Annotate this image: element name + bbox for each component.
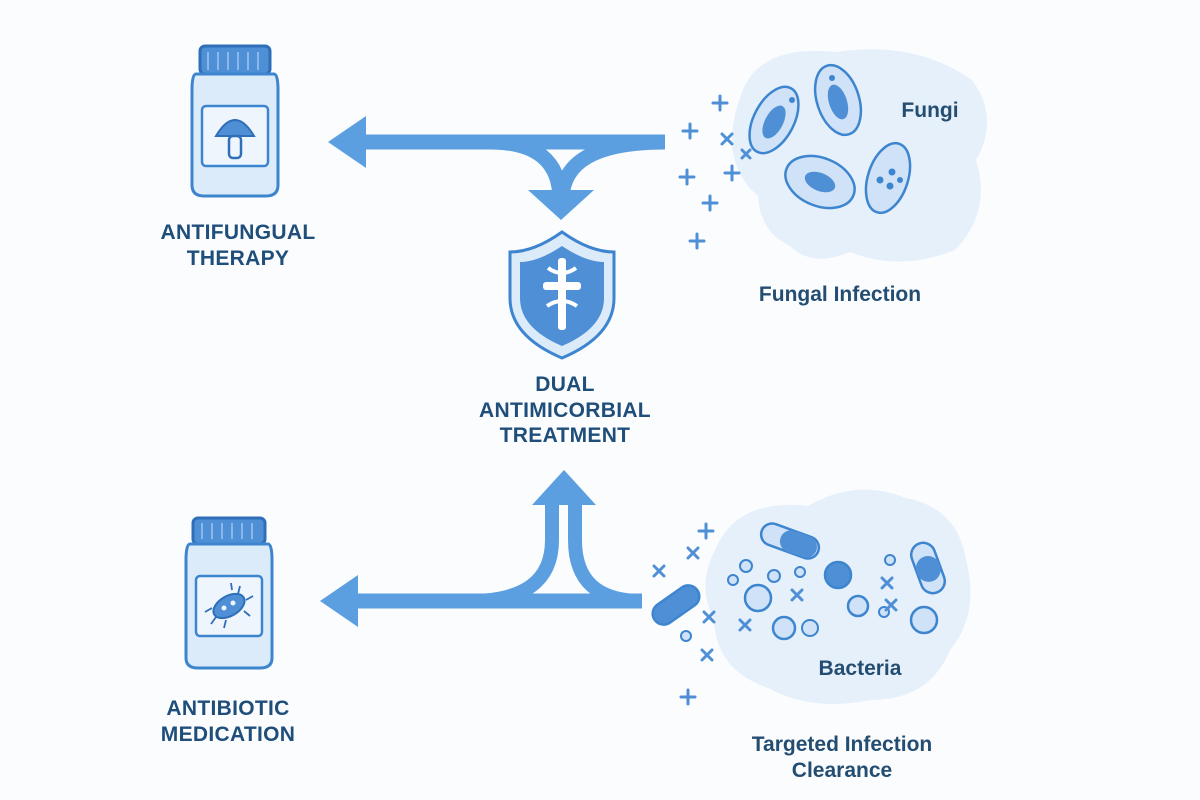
clearance-label-line-1: Targeted Infection <box>751 733 933 756</box>
clearance-label-line-2: Clearance <box>791 758 893 782</box>
fungi-blob <box>732 49 988 262</box>
shield-caduceus-icon <box>508 230 616 360</box>
dual-label-line-2: ANTIMICORBIAL <box>479 398 651 422</box>
bacteria-label: Bacteria <box>818 657 902 680</box>
arrowhead-down-shield <box>528 190 594 220</box>
bacteria-particles <box>652 522 898 706</box>
bacteria-cells-icon <box>651 489 971 706</box>
arrowhead-left-top <box>328 116 366 168</box>
arrow-curve-right-to-shield <box>554 134 666 201</box>
dual-label-line-1: DUAL <box>535 373 595 396</box>
antifungal-therapy-label: ANTIFUNGUAL THERAPY <box>138 220 338 271</box>
bottom-flow-arrows <box>320 470 643 627</box>
targeted-infection-clearance-label: Targeted Infection Clearance <box>712 732 972 783</box>
antifungal-label-line-2: THERAPY <box>186 246 290 270</box>
antibiotic-label-line-1: ANTIBIOTIC <box>166 697 290 720</box>
antibiotic-label-line-2: MEDICATION <box>160 722 296 746</box>
top-flow-arrows <box>328 116 666 220</box>
mushroom-pill-bottle-icon <box>190 44 280 198</box>
fungi-label: Fungi <box>901 99 959 122</box>
arrow-curve-up-left <box>469 500 559 608</box>
bacterium-pill-bottle-icon <box>184 516 274 670</box>
dual-label-line-3: TREATMENT <box>499 424 631 448</box>
fungi-particles <box>678 94 752 250</box>
fungal-cells-icon <box>678 49 988 262</box>
arrow-curve-up-right <box>568 500 643 608</box>
arrowhead-left-bottom <box>320 575 358 627</box>
arrowhead-up-center <box>532 470 596 505</box>
fungal-infection-label: Fungal Infection <box>758 283 922 306</box>
antifungal-label-line-1: ANTIFUNGUAL <box>160 221 316 244</box>
antibiotic-medication-label: ANTIBIOTIC MEDICATION <box>128 696 328 747</box>
dual-treatment-label: DUAL ANTIMICORBIAL TREATMENT <box>440 372 690 449</box>
